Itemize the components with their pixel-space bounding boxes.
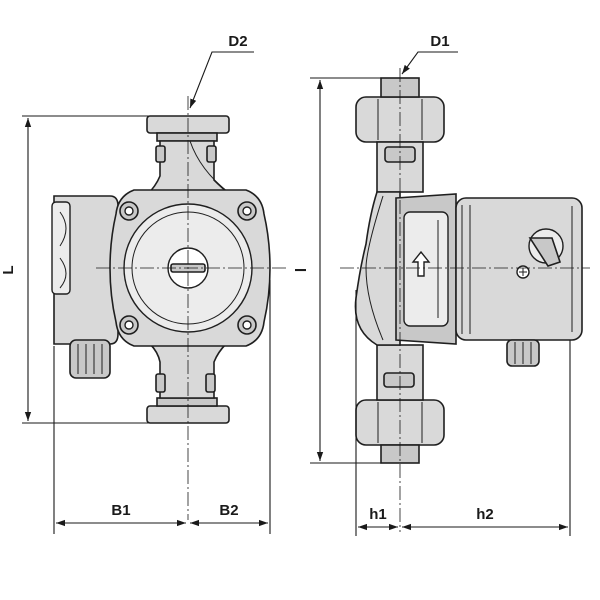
label-d2: D2 (228, 33, 247, 50)
dim-d1-leader (401, 51, 458, 75)
front-cable-gland (69, 339, 111, 379)
front-bolt-bl (119, 315, 139, 335)
side-bottom-nut (383, 372, 415, 388)
front-bolt-tl (119, 201, 139, 221)
front-bolt-br (237, 315, 257, 335)
side-view (340, 68, 590, 532)
front-bottom-nut-right (205, 373, 216, 393)
label-h1: h1 (369, 506, 387, 523)
front-terminal-cover (51, 201, 71, 295)
label-l-side: l (293, 268, 310, 272)
front-bottom-nut-left (155, 373, 166, 393)
front-bolt-tr (237, 201, 257, 221)
label-b1: B1 (111, 502, 130, 519)
front-top-flange-neck (156, 132, 218, 142)
flow-direction-arrow (411, 250, 431, 277)
dim-d2-leader (189, 51, 254, 109)
front-top-nut-left (155, 145, 166, 163)
side-flange-window (403, 211, 449, 327)
front-top-nut-right (206, 145, 217, 163)
label-b2: B2 (219, 502, 238, 519)
speed-selector-knob (528, 228, 564, 267)
dimension-labels: D2 D1 L l B1 B2 h1 h2 (0, 33, 494, 523)
side-volute (354, 191, 401, 346)
vent-screw (516, 265, 530, 279)
front-bottom-flange-neck (156, 397, 218, 407)
dimension-lines (22, 51, 571, 536)
label-h2: h2 (476, 506, 494, 523)
front-view (51, 96, 286, 520)
label-l-front: L (0, 265, 17, 274)
label-d1: D1 (430, 33, 449, 50)
